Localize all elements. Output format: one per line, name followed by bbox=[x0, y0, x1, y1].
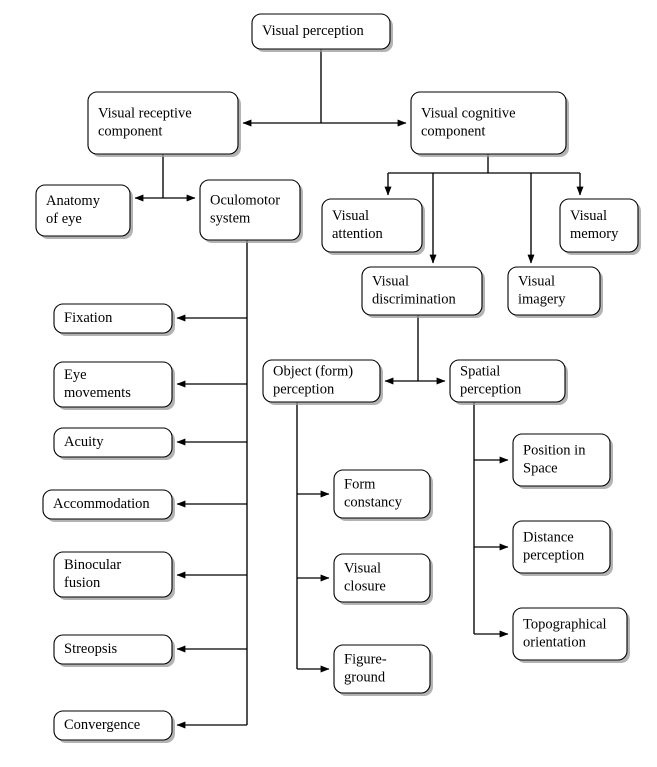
node-rect[interactable] bbox=[42, 489, 173, 520]
node-rect[interactable] bbox=[321, 198, 423, 253]
node-label-line: Distance bbox=[523, 529, 574, 545]
node-label-line: movements bbox=[64, 385, 131, 401]
node-rect[interactable] bbox=[262, 359, 381, 403]
node-rect[interactable] bbox=[53, 551, 173, 598]
node-label-line: system bbox=[210, 210, 251, 226]
node-label-line: component bbox=[98, 123, 162, 139]
node-visual-cognitive[interactable]: Visual cognitive component bbox=[410, 91, 569, 157]
node-distance-perception[interactable]: Distance perception bbox=[512, 520, 613, 576]
node-visual-receptive[interactable]: Visual receptive component bbox=[87, 91, 241, 157]
node-rect[interactable] bbox=[53, 303, 173, 334]
node-label-line: attention bbox=[332, 226, 383, 242]
node-rect[interactable] bbox=[53, 427, 173, 458]
node-rect[interactable] bbox=[361, 266, 483, 316]
node-label-line: Eye bbox=[64, 367, 87, 383]
node-label-line: orientation bbox=[523, 634, 587, 650]
node-figure-ground[interactable]: Figure-ground bbox=[333, 644, 433, 696]
node-visual-closure[interactable]: Visual closure bbox=[333, 553, 433, 605]
node-eye-movements[interactable]: Eye movements bbox=[53, 361, 175, 410]
node-label-line: Visual bbox=[372, 273, 409, 289]
node-label-line: Position in bbox=[523, 442, 586, 458]
node-label-line: Visual perception bbox=[262, 23, 365, 39]
node-label-line: closure bbox=[344, 578, 386, 594]
node-rect[interactable] bbox=[512, 607, 628, 661]
node-label-line: Figure- bbox=[344, 651, 387, 667]
node-label-line: Visual bbox=[518, 273, 555, 289]
node-rect[interactable] bbox=[512, 520, 611, 574]
node-label-line: memory bbox=[570, 226, 619, 242]
node-visual-memory[interactable]: Visual memory bbox=[559, 198, 641, 255]
node-label-line: imagery bbox=[518, 291, 566, 307]
node-object-form-perception[interactable]: Object (form) perception bbox=[262, 359, 383, 405]
node-rect[interactable] bbox=[199, 179, 301, 241]
node-label-line: perception bbox=[460, 381, 522, 397]
node-label-line: Visual bbox=[344, 560, 381, 576]
node-label-line: Visual bbox=[570, 208, 607, 224]
node-label-line: fusion bbox=[64, 575, 101, 591]
node-label-line: Visual cognitive bbox=[421, 105, 516, 121]
node-label-line: Anatomy bbox=[46, 193, 101, 209]
node-label-line: Streopsis bbox=[64, 641, 118, 657]
node-label-line: Visual bbox=[332, 208, 369, 224]
node-label-line: constancy bbox=[344, 494, 403, 510]
node-visual-perception[interactable]: Visual perception bbox=[251, 13, 393, 52]
node-accommodation[interactable]: Accommodation bbox=[42, 489, 175, 522]
node-rect[interactable] bbox=[333, 553, 431, 603]
node-streopsis[interactable]: Streopsis bbox=[53, 634, 175, 667]
node-position-in-space[interactable]: Position in Space bbox=[512, 433, 613, 489]
node-label-line: Topographical bbox=[523, 616, 607, 632]
node-spatial-perception[interactable]: Spatial perception bbox=[449, 359, 568, 405]
node-label-line: Binocular bbox=[64, 557, 121, 573]
node-label-line: of eye bbox=[46, 211, 82, 227]
node-label-line: Space bbox=[523, 460, 558, 476]
node-rect[interactable] bbox=[449, 359, 566, 403]
node-fixation[interactable]: Fixation bbox=[53, 303, 175, 336]
node-label-line: Object (form) bbox=[273, 363, 353, 379]
node-label-line: component bbox=[421, 123, 485, 139]
node-rect[interactable] bbox=[87, 91, 239, 155]
node-rect[interactable] bbox=[333, 469, 431, 519]
edge-layer bbox=[134, 49, 584, 729]
node-rect[interactable] bbox=[251, 13, 391, 50]
node-rect[interactable] bbox=[333, 644, 431, 694]
node-label-line: Form bbox=[344, 476, 376, 492]
node-form-constancy[interactable]: Form constancy bbox=[333, 469, 433, 521]
node-label-line: Accommodation bbox=[53, 496, 150, 512]
node-topographical-orientation[interactable]: Topographical orientation bbox=[512, 607, 630, 663]
node-label-line: Oculomotor bbox=[210, 192, 280, 208]
node-oculomotor-system[interactable]: Oculomotor system bbox=[199, 179, 303, 243]
node-label-line: discrimination bbox=[372, 291, 457, 307]
node-rect[interactable] bbox=[559, 198, 639, 253]
node-binocular-fusion[interactable]: Binocular fusion bbox=[53, 551, 175, 600]
node-rect[interactable] bbox=[507, 266, 601, 316]
node-convergence[interactable]: Convergence bbox=[53, 710, 175, 743]
node-rect[interactable] bbox=[53, 710, 173, 741]
node-rect[interactable] bbox=[410, 91, 567, 155]
node-label-line: Acuity bbox=[64, 434, 104, 450]
node-visual-attention[interactable]: Visual attention bbox=[321, 198, 425, 255]
node-visual-discrimination[interactable]: Visual discrimination bbox=[361, 266, 485, 318]
node-acuity[interactable]: Acuity bbox=[53, 427, 175, 460]
node-label-line: perception bbox=[523, 547, 585, 563]
node-rect[interactable] bbox=[35, 184, 131, 237]
node-visual-imagery[interactable]: Visual imagery bbox=[507, 266, 603, 318]
node-rect[interactable] bbox=[53, 634, 173, 665]
node-rect[interactable] bbox=[512, 433, 611, 487]
node-label-line: ground bbox=[344, 669, 386, 685]
node-rect[interactable] bbox=[53, 361, 173, 408]
node-label-line: Fixation bbox=[64, 310, 113, 326]
node-label-line: Visual receptive bbox=[98, 105, 192, 121]
node-anatomy-of-eye[interactable]: Anatomy of eye bbox=[35, 184, 133, 239]
node-label-line: Convergence bbox=[64, 717, 140, 733]
node-label-line: perception bbox=[273, 381, 335, 397]
node-label-line: Spatial bbox=[460, 363, 500, 379]
